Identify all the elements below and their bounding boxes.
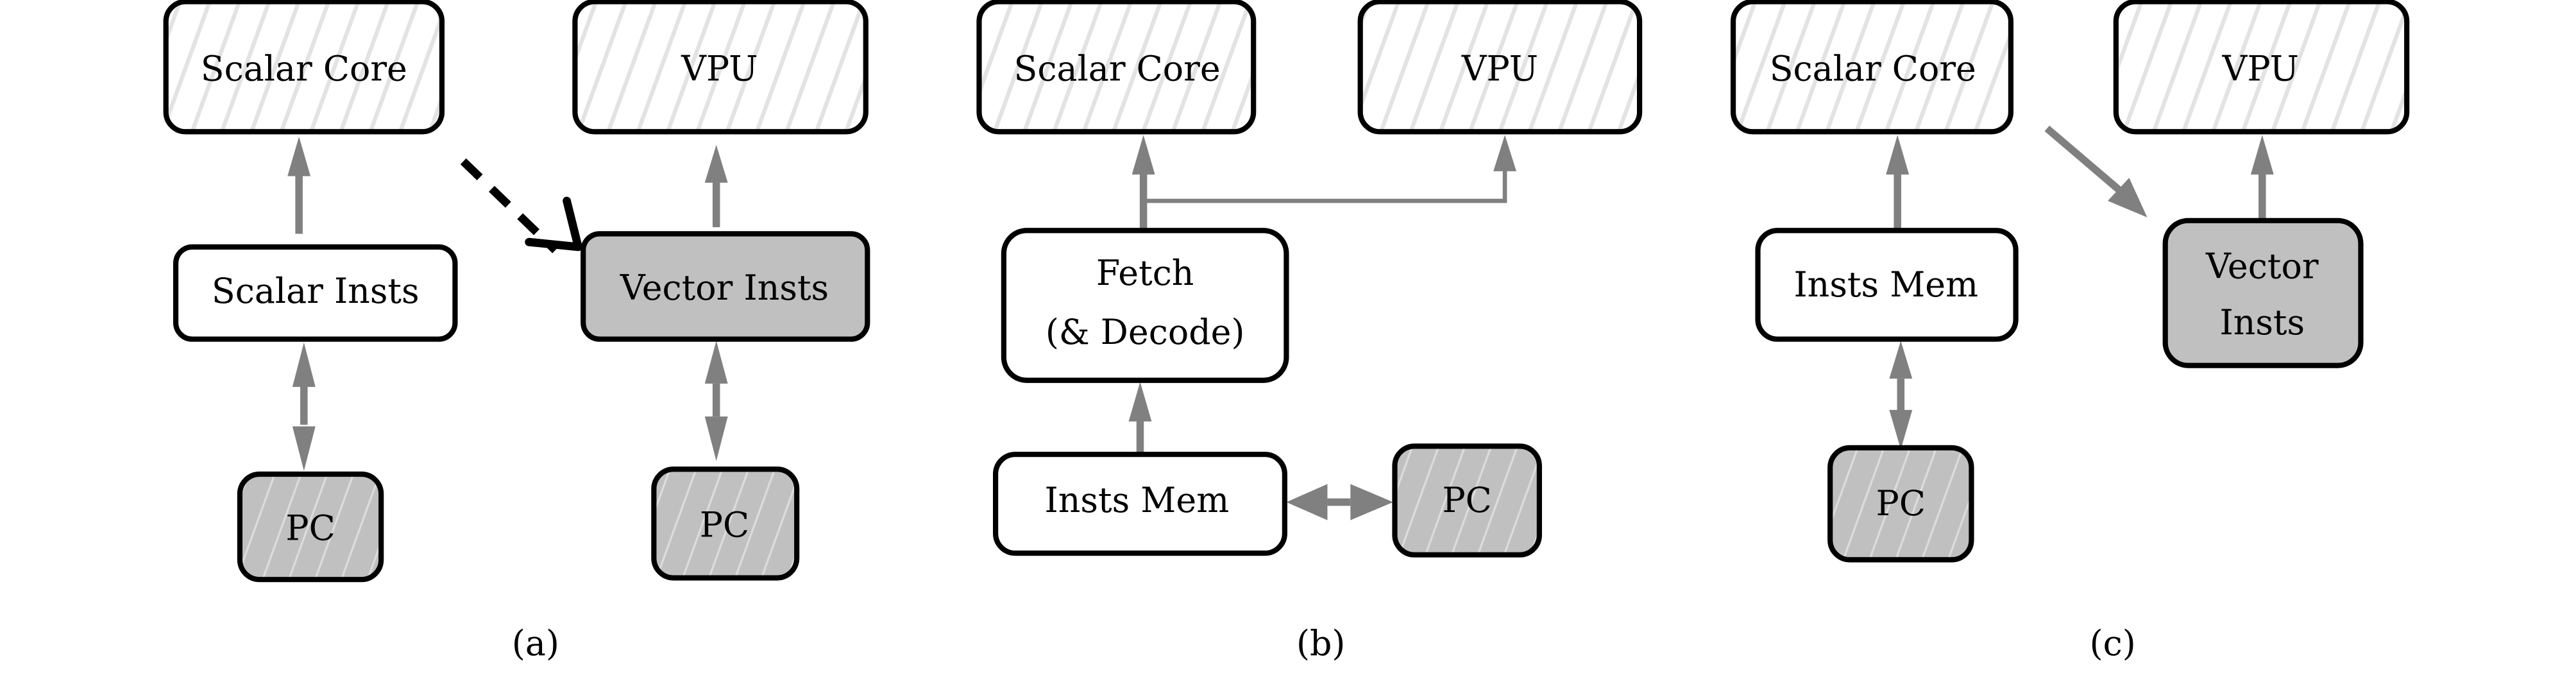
pc-box-left: PC (237, 471, 384, 583)
pc-label: PC (700, 504, 749, 545)
panel-a: Scalar Core VPU Scalar Insts Vector Inst… (163, 0, 870, 663)
arrow-scalar-insts-to-scalar-core (287, 136, 311, 234)
dashed-arrow-scalar-core-to-vector-insts (460, 158, 582, 253)
vector-insts-box: Vector Insts (2162, 218, 2364, 368)
pc-box: PC (1827, 445, 1974, 563)
scalar-core-box: Scalar Core (976, 0, 1257, 135)
scalar-insts-box: Scalar Insts (173, 244, 458, 342)
arrow-scalar-core-to-vector-insts (2044, 125, 2148, 218)
vector-insts-box: Vector Insts (580, 231, 870, 342)
pc-box: PC (1392, 443, 1542, 558)
arrow-insts-mem-to-scalar-core (1886, 135, 1910, 231)
insts-mem-label: Insts Mem (1793, 264, 1978, 305)
arrow-insts-mem-to-fetch (1128, 382, 1152, 455)
vector-label: Vector (2205, 246, 2319, 287)
scalar-core-box: Scalar Core (163, 0, 445, 135)
caption-b: (b) (1296, 623, 1345, 663)
pc-label: PC (285, 508, 335, 549)
panel-b: Scalar Core VPU Fetch (& Decode) Insts M… (976, 0, 1643, 663)
arrow-insts-mem-pc-bidirectional (1286, 484, 1393, 520)
arrow-vector-insts-to-vpu (704, 144, 728, 228)
insts-label: Insts (2219, 302, 2305, 343)
vpu-label: VPU (2222, 49, 2299, 89)
scalar-core-label: Scalar Core (1014, 49, 1221, 89)
insts-mem-label: Insts Mem (1045, 480, 1230, 520)
caption-a: (a) (512, 623, 559, 663)
vpu-label: VPU (681, 49, 758, 89)
insts-mem-box: Insts Mem (1755, 228, 2019, 342)
insts-mem-box: Insts Mem (993, 452, 1287, 556)
pc-label: PC (1876, 483, 1926, 524)
scalar-core-label: Scalar Core (1770, 49, 1976, 89)
panel-c: Scalar Core VPU Insts Mem Vector Insts P… (1731, 0, 2410, 663)
caption-c: (c) (2090, 623, 2136, 663)
arrow-fetch-to-scalar-core (1131, 135, 1155, 231)
arrow-scalar-insts-pc-bidirectional (292, 342, 316, 471)
pc-box-right: PC (651, 466, 800, 581)
vpu-box: VPU (2113, 0, 2410, 135)
scalar-insts-label: Scalar Insts (212, 271, 419, 311)
arrow-vector-insts-pc-bidirectional (704, 341, 728, 461)
vector-insts-label: Vector Insts (620, 268, 829, 308)
scalar-core-box: Scalar Core (1731, 0, 2014, 135)
arrow-fetch-to-vpu-elbow (1143, 135, 1517, 203)
vpu-box: VPU (1357, 0, 1643, 135)
vpu-label: VPU (1461, 49, 1538, 89)
vpu-box: VPU (572, 0, 869, 135)
pc-label: PC (1443, 480, 1492, 520)
fetch-label: Fetch (1096, 253, 1194, 293)
scalar-core-label: Scalar Core (201, 49, 407, 89)
arrow-insts-mem-pc-bidirectional (1889, 341, 1913, 450)
fetch-decode-box: Fetch (& Decode) (1001, 228, 1289, 383)
arrow-vector-insts-to-vpu (2250, 135, 2274, 219)
decode-label: (& Decode) (1046, 312, 1245, 352)
